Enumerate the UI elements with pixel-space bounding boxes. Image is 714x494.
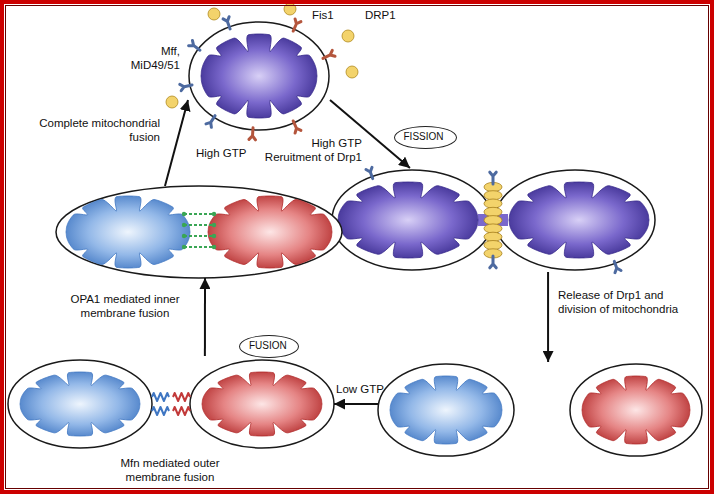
outer-membrane [378, 364, 514, 456]
process-arrow [204, 278, 206, 356]
process-label: FISSION [404, 130, 447, 143]
mfn-protein [152, 407, 169, 415]
protein-label: DRP1 [365, 8, 396, 22]
inner-membrane-cristae [582, 376, 690, 444]
drp1-ring [484, 224, 502, 233]
inner-membrane-cristae [20, 372, 140, 436]
drp1-protein [208, 8, 220, 20]
receptor-protein [180, 84, 192, 90]
outer-membrane [56, 186, 342, 278]
opa1-protein [182, 223, 186, 227]
mfn-protein [152, 393, 169, 401]
inner-membrane-cristae [509, 182, 649, 258]
outer-membrane [570, 364, 702, 456]
drp1-ring [484, 191, 502, 200]
opa1-protein [184, 246, 214, 248]
opa1-protein [212, 212, 216, 216]
receptor-protein [323, 50, 335, 58]
receptor-protein [490, 256, 496, 268]
mfn-protein [173, 407, 190, 415]
mfn-protein [173, 393, 190, 401]
edge-label: High GTP Reruitment of Drp1 [254, 136, 362, 164]
frame [6, 6, 709, 489]
process-arrow [334, 403, 378, 405]
inner-membrane-cristae [202, 372, 322, 436]
drp1-protein [284, 3, 296, 15]
protein-label: Mff, MiD49/51 [126, 44, 180, 72]
receptor-protein [189, 41, 200, 51]
receptor-protein [614, 261, 621, 272]
drp1-ring [484, 241, 502, 250]
stage-group: OPA1 mediated inner membrane fusion [56, 186, 342, 278]
stage-group: Mfn mediated outer membrane fusion [8, 356, 334, 452]
drp1-ring [484, 232, 502, 241]
opa1-protein [182, 234, 186, 238]
process-label: FUSION [249, 339, 289, 352]
opa1-protein [212, 245, 216, 249]
stage-group [336, 168, 652, 272]
edge-label: Complete mitochondrial fusion [36, 116, 160, 144]
opa1-protein [184, 224, 214, 226]
receptor-protein [223, 17, 230, 29]
process-oval: FUSION [239, 335, 299, 358]
inner-membrane-cristae [201, 34, 317, 118]
outer-membrane [8, 360, 152, 448]
stage-group: Fis1DRP1Mff, MiD49/51 [188, 20, 330, 132]
outer-membrane [495, 170, 655, 270]
outer-membrane [190, 360, 334, 448]
receptor-protein [293, 19, 301, 31]
opa1-protein [212, 223, 216, 227]
stage-group [378, 362, 702, 458]
outer-membrane [189, 22, 329, 130]
drp1-ring [484, 207, 502, 216]
process-arrow [547, 272, 549, 362]
process-oval: FISSION [394, 126, 457, 149]
opa1-protein [182, 212, 186, 216]
drp1-ring [484, 199, 502, 208]
stage-caption: Mfn mediated outer membrane fusion [105, 456, 235, 484]
stage-caption: OPA1 mediated inner membrane fusion [60, 292, 190, 320]
receptor-protein [490, 172, 496, 184]
drp1-ring [484, 216, 502, 225]
receptor-protein [293, 121, 301, 133]
opa1-protein [184, 235, 214, 237]
drp1-protein [166, 96, 178, 108]
drp1-protein [342, 30, 354, 42]
edge-label: Release of Drp1 and division of mitochon… [558, 288, 700, 316]
outer-membrane [332, 170, 492, 270]
inner-membrane-cristae [208, 196, 332, 268]
protein-label: Fis1 [312, 8, 334, 22]
inner-membrane-cristae [338, 182, 478, 258]
inner-membrane-cristae [390, 376, 502, 444]
opa1-protein [212, 234, 216, 238]
edge-label: Low GTP [336, 382, 396, 396]
drp1-protein [346, 66, 358, 78]
opa1-protein [184, 213, 214, 215]
receptor-protein [249, 128, 255, 140]
process-arrow [165, 100, 188, 186]
receptor-protein [366, 167, 373, 178]
inner-membrane-cristae [66, 196, 190, 268]
opa1-protein [182, 245, 186, 249]
condition-label: High GTP [196, 146, 247, 160]
receptor-protein [206, 116, 215, 128]
